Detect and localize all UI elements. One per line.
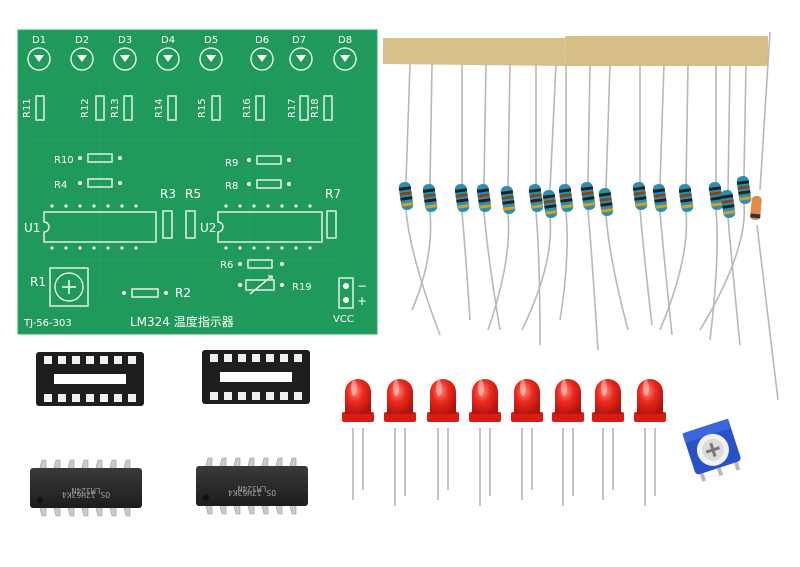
r7-label: R7 (325, 187, 341, 201)
ic-marking: OS 17H63K4 (62, 490, 110, 499)
led (427, 379, 459, 500)
led (469, 379, 501, 506)
resistor (542, 189, 558, 219)
r2-label: R2 (175, 286, 191, 300)
led (511, 379, 543, 500)
r10-label: R10 (54, 155, 74, 166)
resistor (632, 181, 648, 211)
resistor (580, 181, 596, 211)
diode-label: D5 (204, 35, 218, 46)
diode-label: D8 (338, 35, 352, 46)
resistor (476, 183, 492, 213)
vcc-label: VCC (333, 314, 354, 325)
ic-marking: LM324N (71, 486, 100, 495)
resistor (652, 183, 668, 213)
r4-label: R4 (54, 180, 67, 191)
diode-label: D3 (118, 35, 132, 46)
ic-socket (36, 352, 144, 406)
resistor (500, 185, 516, 215)
tape-strip-left (383, 38, 566, 66)
resistor (454, 183, 470, 213)
u2-label: U2 (200, 221, 216, 235)
resistor (678, 183, 694, 213)
r8-label: R8 (225, 181, 238, 192)
resistor-label: R17 (287, 98, 298, 118)
led (592, 379, 624, 500)
r3-label: R3 (160, 187, 176, 201)
resistor (398, 181, 414, 211)
resistor (558, 183, 574, 213)
diode-component (750, 195, 762, 221)
lm324-chip: LM324N OS 17H63K4 (30, 459, 142, 517)
resistor-label: R16 (242, 98, 253, 118)
pcb-board: D1 D2 D3 D4 D5 D6 D7 D8 R11 R1 (17, 29, 378, 335)
led (342, 379, 374, 500)
resistor (708, 181, 724, 211)
r19-label: R19 (292, 282, 312, 293)
resistor (598, 187, 614, 217)
trimmer-footprint: R1 R2 (30, 267, 191, 307)
horizontal-resistor-footprints: R10 R4 R9 R8 (54, 153, 291, 192)
board-title: LM324 温度指示器 (130, 314, 234, 329)
led (552, 379, 584, 506)
vertical-resistor-footprints: R11 R12 R13 R14 R15 R16 R17 R18 (22, 95, 333, 121)
resistor-bandolier (383, 31, 779, 401)
resistor-label: R14 (154, 98, 165, 118)
lm324-chip: LM324N OS 17H63K4 (196, 457, 308, 515)
ic-marking: LM324N (237, 484, 266, 493)
resistor-label: R15 (197, 98, 208, 118)
r5-label: R5 (185, 187, 201, 201)
led (384, 379, 416, 506)
resistor (422, 183, 438, 213)
ic-socket (202, 350, 310, 404)
led (634, 379, 666, 506)
resistor-label: R18 (310, 98, 321, 118)
diode-label: D6 (255, 35, 269, 46)
diode-footprints: D1 D2 D3 D4 D5 D6 D7 D8 (27, 35, 357, 71)
diode-label: D4 (161, 35, 175, 46)
r9-label: R9 (225, 158, 238, 169)
minus-label: − (357, 279, 367, 293)
ic-marking: OS 17H63K4 (228, 488, 276, 497)
diode-label: D7 (292, 35, 306, 46)
diode-lead (756, 31, 779, 401)
tape-strip-right (565, 36, 768, 66)
ic-footprints: U1 U2 (24, 204, 323, 250)
u1-label: U1 (24, 221, 40, 235)
trimmer-potentiometer (682, 418, 741, 482)
resistor-label: R13 (110, 98, 121, 118)
resistor (720, 189, 736, 219)
resistor-r6-r19: R6 R19 (220, 259, 312, 295)
plus-label: + (357, 294, 367, 308)
diode-label: D1 (32, 35, 46, 46)
resistor-label: R12 (80, 98, 91, 118)
resistor-label: R11 (22, 98, 33, 118)
resistor-r3-r5-r7: R3 R5 R7 (160, 187, 341, 239)
vcc-connector: − + VCC (333, 277, 367, 325)
resistor (528, 183, 544, 213)
r6-label: R6 (220, 260, 233, 271)
r1-label: R1 (30, 275, 46, 289)
diode-label: D2 (75, 35, 89, 46)
board-code: TJ-56-303 (23, 318, 72, 329)
resistor (736, 175, 752, 205)
